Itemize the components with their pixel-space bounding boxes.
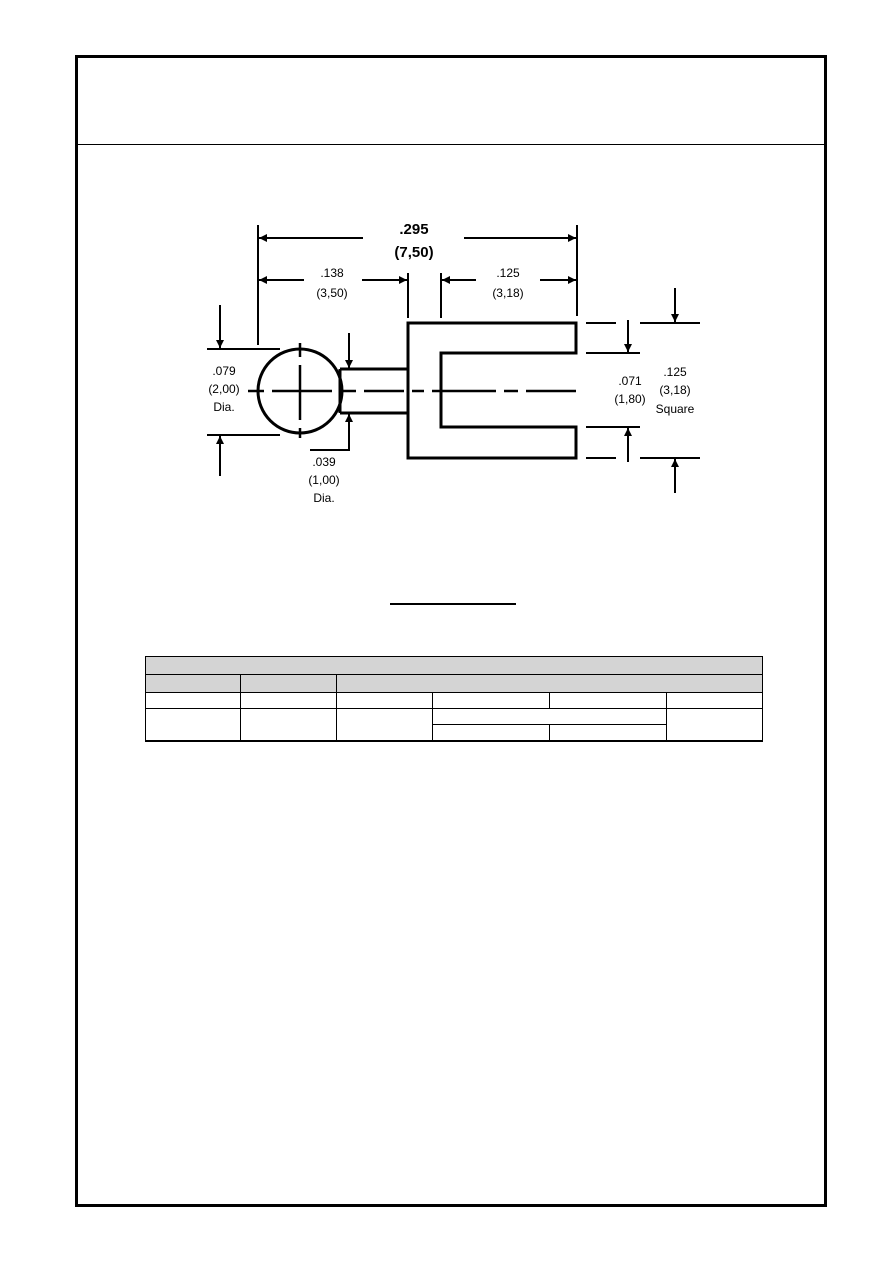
table-row xyxy=(145,708,764,742)
table-cell xyxy=(432,724,550,742)
table-cell xyxy=(549,724,667,742)
table-cell xyxy=(432,692,550,709)
stem-diameter-inch: .039 xyxy=(312,455,336,469)
fork-length-mm: (3,18) xyxy=(492,286,523,300)
fork-square-note: Square xyxy=(656,402,695,416)
fork-square-inch: .125 xyxy=(663,365,687,379)
table-cell xyxy=(432,708,667,725)
table-header-row xyxy=(145,674,764,693)
header-divider xyxy=(78,144,826,145)
table-cell xyxy=(336,708,433,742)
head-length-mm: (3,50) xyxy=(316,286,347,300)
table-header-cell xyxy=(240,674,337,693)
table-cell xyxy=(665,708,764,742)
fork-square-mm: (3,18) xyxy=(659,383,690,397)
table-cell xyxy=(665,692,764,709)
table-header-cell xyxy=(145,674,241,693)
fork-length-inch: .125 xyxy=(496,266,520,280)
head-length-inch: .138 xyxy=(320,266,344,280)
overall-length-inch: .295 xyxy=(399,221,428,238)
centerlines xyxy=(248,343,576,438)
slot-width-inch: .071 xyxy=(618,374,642,388)
stem-diameter-note: Dia. xyxy=(313,491,334,505)
table-header-cell xyxy=(335,674,764,693)
table-cell xyxy=(336,692,433,709)
ball-diameter-note: Dia. xyxy=(213,400,234,414)
fork-body xyxy=(406,321,578,460)
table-title-cell xyxy=(144,656,764,675)
dimension-lines xyxy=(216,234,679,493)
overall-length-mm: (7,50) xyxy=(394,244,433,261)
table-title-row xyxy=(144,656,764,675)
ball-diameter-mm: (2,00) xyxy=(208,382,239,396)
table-row xyxy=(145,692,764,709)
table-cell xyxy=(145,708,241,742)
slot-width-mm: (1,80) xyxy=(614,392,645,406)
figure-title-underline xyxy=(390,603,516,605)
table-cell xyxy=(145,692,241,709)
ball-diameter-inch: .079 xyxy=(212,364,236,378)
table-row xyxy=(146,724,763,742)
table-cell xyxy=(240,692,337,709)
table-cell xyxy=(549,692,667,709)
table-cell xyxy=(240,708,337,742)
stem-diameter-mm: (1,00) xyxy=(308,473,339,487)
dimension-labels: .295 (7,50) .138 (3,50) .125 (3,18) .079… xyxy=(208,221,694,505)
sheet-border xyxy=(75,55,827,1207)
extension-lines xyxy=(207,225,700,459)
spec-table xyxy=(144,656,764,742)
